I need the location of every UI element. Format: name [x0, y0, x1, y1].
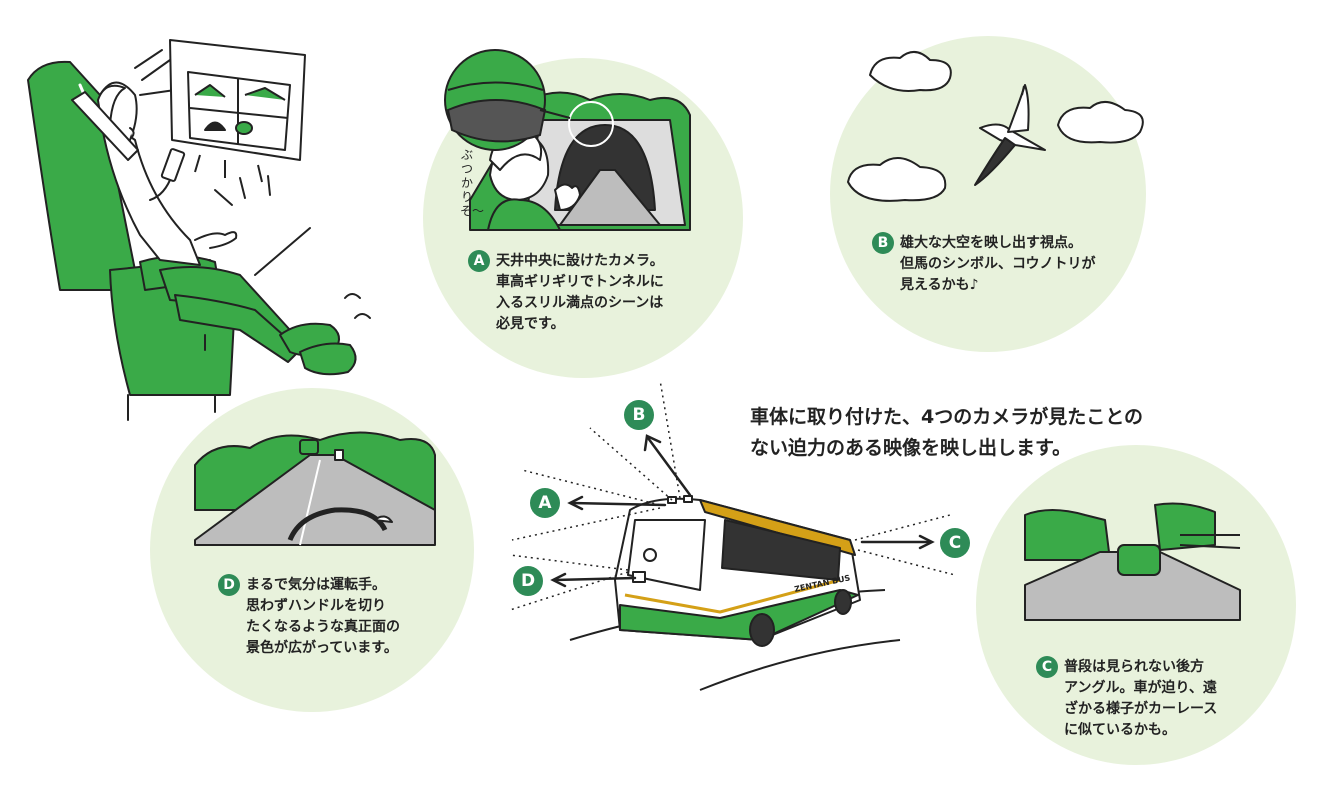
ceiling-monitor — [169, 39, 306, 183]
camera-d-line-4: 景色が広がっています。 — [246, 640, 398, 656]
camera-d-line-1: まるで気分は運転手。 — [246, 577, 386, 593]
camera-d-badge: D — [218, 574, 240, 596]
arrow-b-head-icon — [643, 434, 662, 452]
camera-c-line-4: に似ているかも。 — [1064, 722, 1176, 738]
camera-c-description: C 普段は見られない後方 アングル。車が迫り、遠 ざかる様子がカーレース に似てい… — [1036, 656, 1217, 741]
headline-line-2: ない迫力のある映像を映し出します。 — [750, 437, 1072, 459]
camera-badge-c: C — [940, 528, 970, 558]
camera-b-description: B 雄大な大空を映し出す視点。 但馬のシンボル、コウノトリが 見えるかも♪ — [872, 232, 1095, 296]
arrow-b-icon — [646, 436, 692, 497]
arrow-d-head-icon — [550, 572, 567, 588]
camera-a-badge: A — [468, 250, 490, 272]
rear-view-scene — [1024, 502, 1241, 621]
camera-badge-b: B — [624, 400, 654, 430]
camera-badge-a: A — [530, 488, 560, 518]
arrow-c-head-icon — [918, 534, 935, 550]
headline: 車体に取り付けた、4つのカメラが見たことの ない迫力のある映像を映し出します。 — [750, 402, 1143, 464]
camera-c-badge: C — [1036, 656, 1058, 678]
cloud-icon — [847, 157, 947, 202]
headline-line-1: 車体に取り付けた、4つのカメラが見たことの — [750, 406, 1144, 428]
camera-a-line-4: 必見です。 — [496, 316, 565, 332]
stork-icon — [979, 123, 1046, 151]
camera-arrows — [550, 434, 935, 588]
camera-c-line-2: アングル。車が迫り、遠 — [1064, 680, 1217, 696]
arrow-a-icon — [570, 501, 667, 507]
arrow-a-head-icon — [567, 495, 584, 511]
camera-a-line-2: 車高ギリギリでトンネルに — [496, 274, 664, 290]
camera-b-line-3: 見えるかも♪ — [900, 277, 979, 293]
cloud-icon — [1057, 101, 1144, 144]
camera-badge-d: D — [513, 566, 543, 596]
tunnel-zoom-bubble — [444, 49, 571, 151]
exclamation-text: ぶつかりそ〜 — [460, 148, 485, 218]
camera-d-line-3: たくなるような真正面の — [246, 619, 400, 635]
camera-b-badge: B — [872, 232, 894, 254]
sky-scene — [847, 51, 1144, 202]
camera-c-line-3: ざかる様子がカーレース — [1064, 701, 1218, 717]
front-view-scene — [194, 431, 436, 546]
camera-a-line-3: 入るスリル満点のシーンは — [496, 295, 664, 311]
camera-d-description: D まるで気分は運転手。 思わずハンドルを切り たくなるような真正面の 景色が広が… — [218, 574, 400, 659]
circle-d-background — [150, 388, 474, 712]
camera-b-line-2: 但馬のシンボル、コウノトリが — [900, 256, 1096, 272]
camera-a-line-1: 天井中央に設けたカメラ。 — [496, 253, 664, 269]
bus-illustration — [569, 495, 901, 691]
camera-b-line-1: 雄大な大空を映し出す視点。 — [900, 235, 1082, 251]
passenger-illustration — [27, 49, 371, 421]
camera-d-line-2: 思わずハンドルを切り — [246, 598, 386, 614]
arrow-d-icon — [553, 576, 637, 582]
cloud-icon — [869, 51, 952, 92]
camera-c-line-1: 普段は見られない後方 — [1064, 659, 1204, 675]
